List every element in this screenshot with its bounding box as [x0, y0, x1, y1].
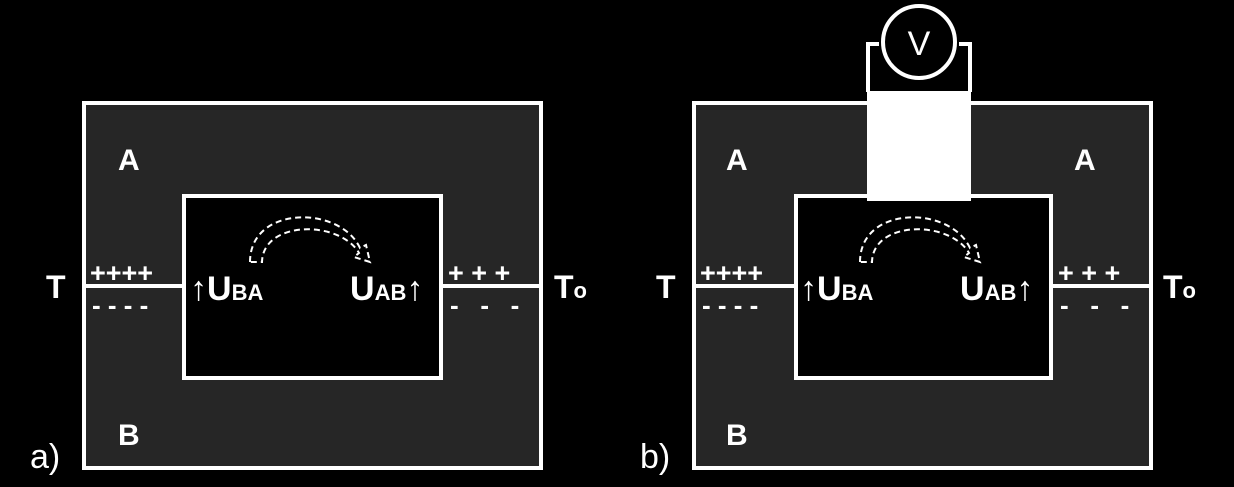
panel-b-label-a-left: A: [726, 144, 748, 177]
panel-a-u-ab-sub: AB: [375, 280, 407, 305]
panel-a-curved-arrow: [248, 216, 372, 264]
panel-a-u-ab-arrow: ↑: [406, 270, 423, 308]
panel-b-tag: b): [640, 438, 670, 476]
panel-b: V A A B b) T To ++++ - - - - + + + - - -…: [640, 4, 1196, 476]
panel-b-voltmeter-label: V: [908, 25, 931, 63]
panel-b-curved-arrow: [858, 216, 982, 264]
panel-a-charge-plus-left: ++++: [90, 258, 153, 288]
panel-b-label-a-right: A: [1074, 144, 1096, 177]
panel-b-u-ba-arrow: ↑: [800, 270, 817, 308]
panel-a-u-ba: ↑UBA: [190, 270, 263, 308]
panel-a-u-ba-arrow: ↑: [190, 270, 207, 308]
panel-a-tag: a): [30, 438, 60, 476]
panel-a-temp-left: T: [46, 269, 66, 305]
panel-a-charge-plus-right: + + +: [448, 258, 510, 288]
panel-b-label-b: B: [726, 419, 748, 452]
panel-b-voltmeter-circle: [881, 4, 957, 80]
panel-b-charge-plus-right: + + +: [1058, 258, 1120, 288]
panel-b-temp-left: T: [656, 269, 676, 305]
panel-b-u-ab: UAB↑: [960, 270, 1033, 308]
panel-a-temp-right: To: [554, 269, 587, 305]
panel-b-u-ab-sub: AB: [985, 280, 1017, 305]
panel-b-sensor-block: [867, 91, 971, 201]
panel-a-charge-minus-right: - - -: [450, 290, 519, 320]
panel-b-u-ab-arrow: ↑: [1016, 270, 1033, 308]
panel-a: A B a) T To ++++ - - - - + + + - - - ↑UB…: [30, 101, 587, 476]
panel-b-temp-right-sub: o: [1183, 278, 1196, 303]
panel-a-label-a: A: [118, 144, 140, 177]
panel-b-temp-right: To: [1163, 269, 1196, 305]
panel-a-label-b: B: [118, 419, 140, 452]
panel-b-u-ba: ↑UBA: [800, 270, 873, 308]
panel-b-voltmeter-wire: [866, 42, 972, 92]
panel-b-charge-minus-left: - - - -: [702, 290, 758, 320]
panel-b-u-ba-sub: BA: [842, 280, 874, 305]
panel-b-charge-plus-left: ++++: [700, 258, 763, 288]
panel-a-temp-right-sub: o: [574, 278, 587, 303]
panel-a-u-ab: UAB↑: [350, 270, 423, 308]
panel-b-charge-minus-right: - - -: [1060, 290, 1129, 320]
panel-a-charge-minus-left: - - - -: [92, 290, 148, 320]
panel-a-u-ba-sub: BA: [232, 280, 264, 305]
